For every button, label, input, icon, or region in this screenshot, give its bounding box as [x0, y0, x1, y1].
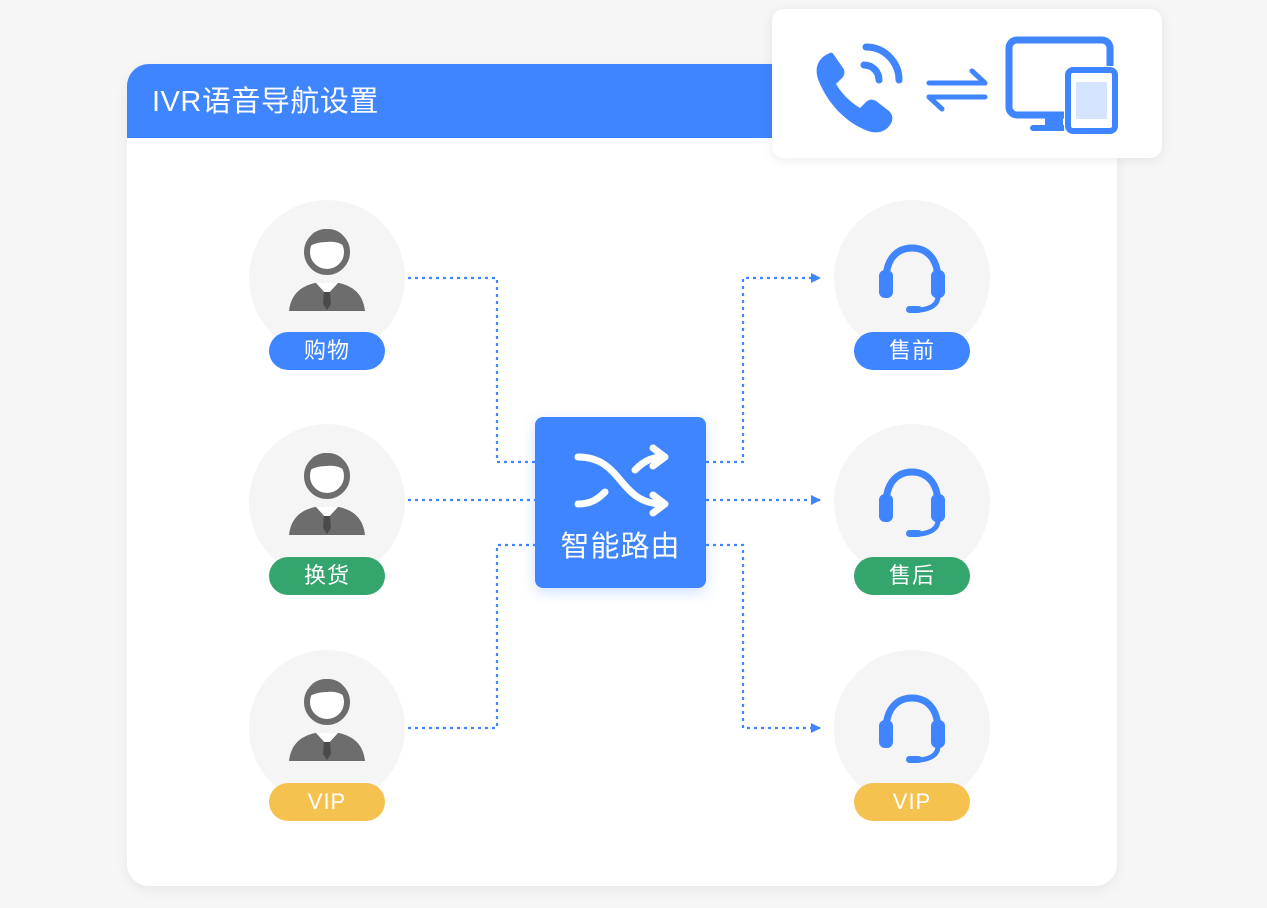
agent-label-aftersale: 售后 [854, 557, 970, 595]
link-vip-caller [408, 543, 535, 730]
agent-label-vip: VIP [854, 783, 970, 821]
agent-node-vip [834, 650, 990, 806]
headset-icon [879, 694, 945, 763]
agent-node-aftersale [834, 424, 990, 580]
caller-label-vip: VIP [269, 783, 385, 821]
caller-node-vip [249, 650, 405, 806]
exchange-arrows-icon [926, 68, 988, 112]
headset-icon [879, 468, 945, 537]
link-shopping [408, 276, 535, 464]
agent-node-presale [834, 200, 990, 356]
phone-call-icon [816, 43, 903, 133]
caller-node-exchange [249, 424, 405, 580]
headset-icon [879, 244, 945, 313]
link-presale [706, 273, 821, 464]
person-icon [289, 453, 365, 535]
caller-label-exchange: 换货 [269, 557, 385, 595]
caller-label-shopping: 购物 [269, 332, 385, 370]
person-icon [289, 229, 365, 311]
hub-label: 智能路由 [560, 531, 681, 563]
link-vip-agent [706, 543, 821, 733]
person-icon [289, 679, 365, 761]
agent-label-presale: 售前 [854, 332, 970, 370]
phone-device-badge [772, 9, 1162, 158]
devices-icon [1005, 36, 1119, 135]
caller-node-shopping [249, 200, 405, 356]
shuffle-icon [574, 444, 669, 517]
panel-title: IVR语音导航设置 [152, 86, 379, 118]
smart-routing-hub: 智能路由 [535, 417, 706, 588]
